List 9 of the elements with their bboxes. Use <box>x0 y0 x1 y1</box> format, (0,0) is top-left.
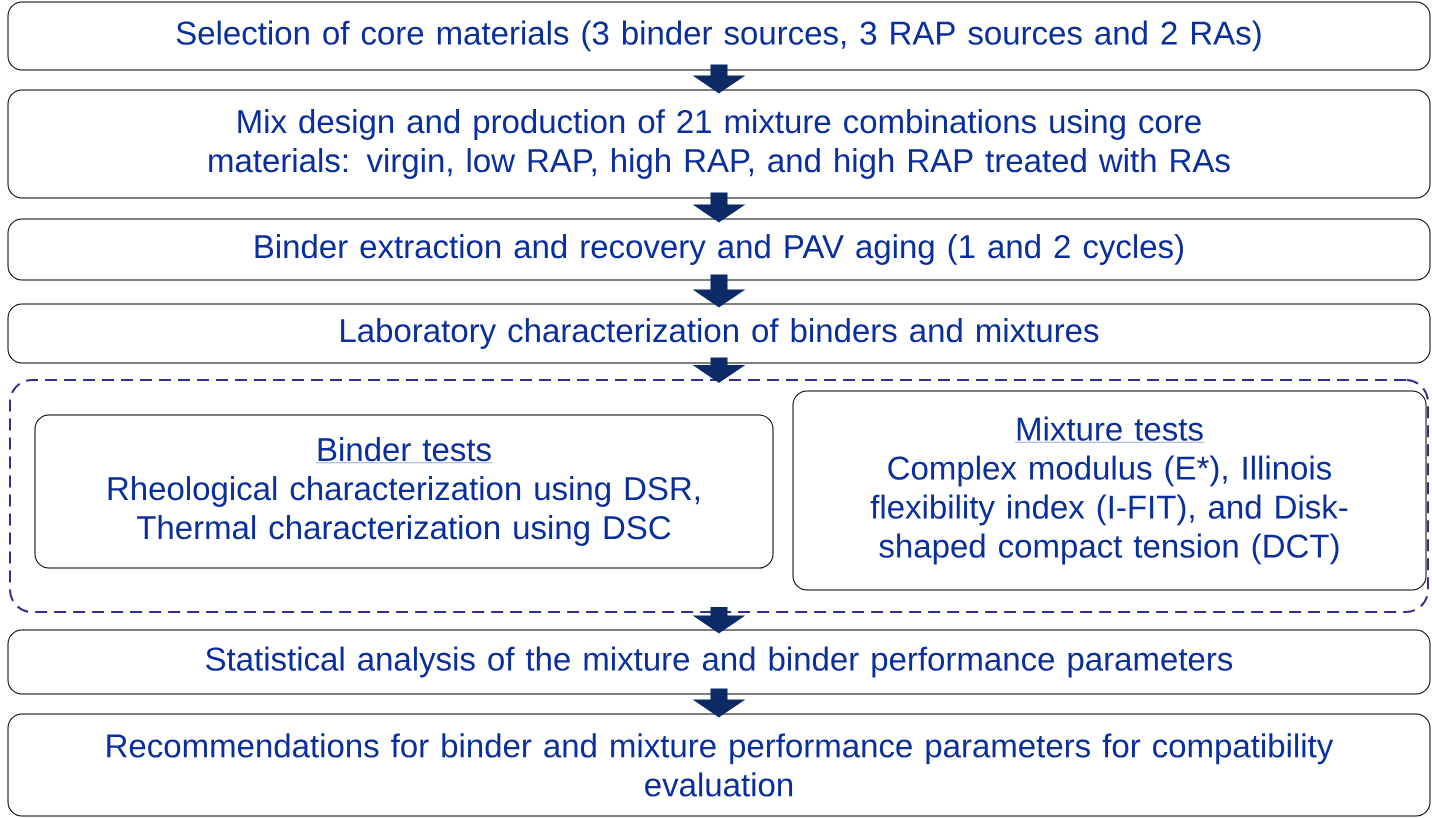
process-box: Binder extraction and recovery and PAV aging (1 and 2 cycles) <box>7 218 1431 281</box>
process-box: Laboratory characterization of binders and mixtures <box>7 303 1431 364</box>
process-box: Recommendations for binder and mixture performance parameters for compatibility evaluation <box>7 713 1431 817</box>
process-box: Selection of core materials (3 binder sources, 3 RAP sources and 2 RAs) <box>7 1 1431 71</box>
test-box: Mixture tests Complex modulus (E*), Illinois flexibility index (I-FIT), and Disk-shaped compact tension (DCT) <box>792 390 1427 591</box>
dashed-group-box <box>9 379 1429 613</box>
process-box: Mix design and production of 21 mixture combinations using core materials: virgin, low RAP, high RAP, and high RAP treated with RAs <box>7 89 1431 199</box>
process-box: Statistical analysis of the mixture and binder performance parameters <box>7 629 1431 695</box>
test-box: Binder tests Rheological characterization using DSR, Thermal characterization using DSC <box>34 414 774 569</box>
